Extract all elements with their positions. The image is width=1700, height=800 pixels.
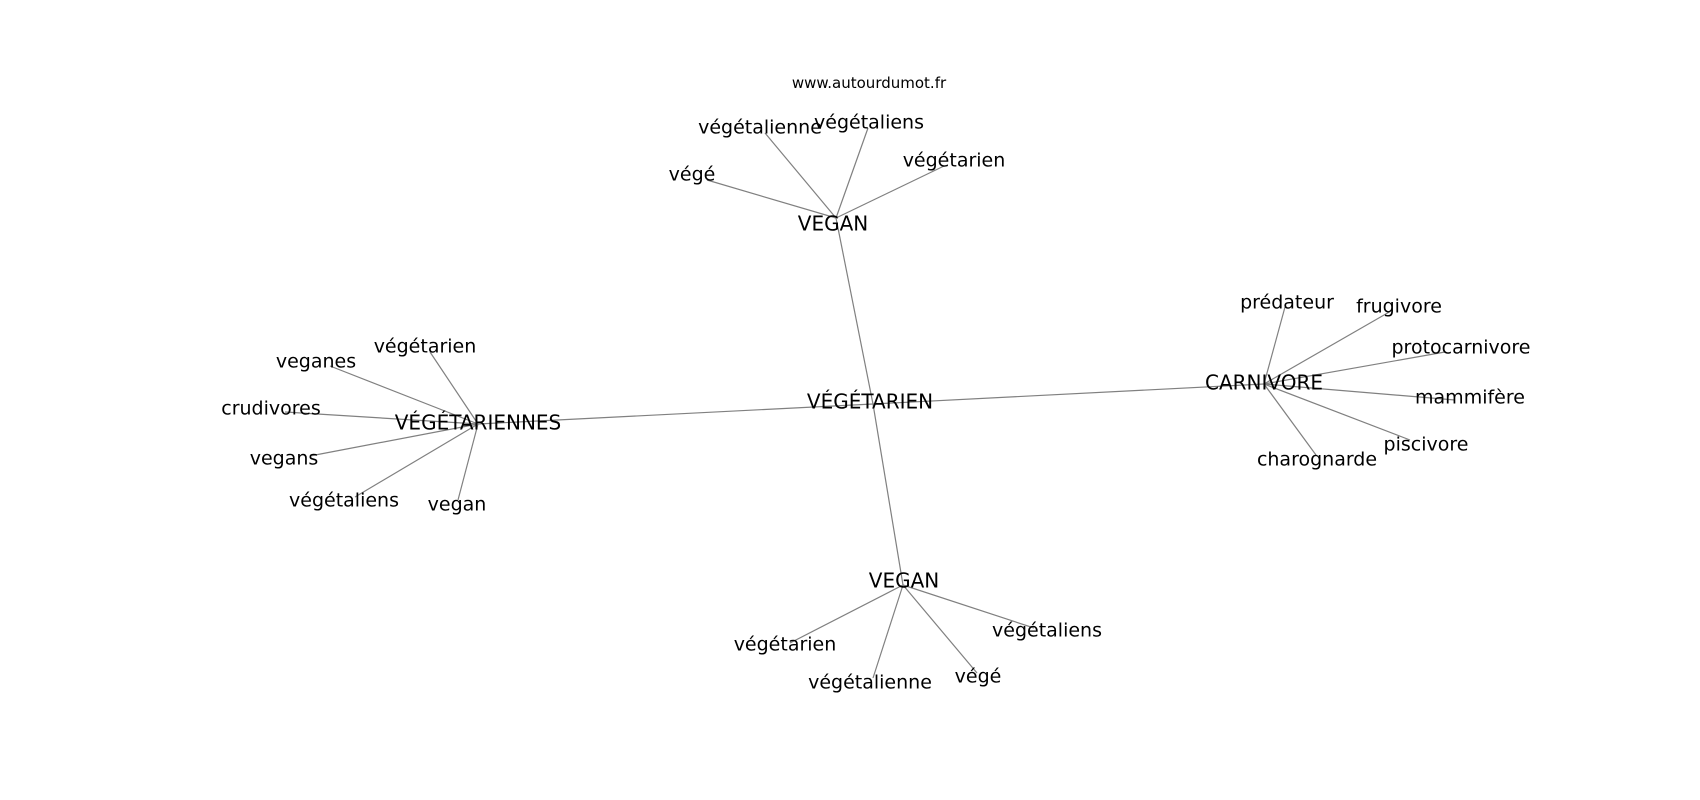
leaf-node-b-vegetalienne: végétalienne: [808, 672, 932, 694]
hub-node-vegan-bottom: VEGAN: [869, 569, 939, 593]
leaf-node-t-vegetaliens: végétaliens: [814, 112, 924, 134]
edge-center-vegan_top: [835, 217, 874, 405]
edge-vegetariennes-l_vegetaliens: [354, 423, 479, 498]
edge-carnivore-r_piscivore: [1263, 383, 1411, 441]
edge-vegan_top-t_vegetaliens: [835, 127, 869, 219]
edge-carnivore-r_predateur: [1263, 306, 1286, 385]
leaf-node-t-vegetalienne: végétalienne: [698, 117, 822, 139]
edge-vegan_bottom-b_vegetalienne: [872, 584, 904, 679]
leaf-node-r-piscivore: piscivore: [1384, 434, 1469, 456]
edge-vegan_bottom-b_vegetaliens: [902, 584, 1035, 629]
leaf-node-l-vegans: vegans: [250, 448, 319, 470]
edge-carnivore-r_mammifere: [1263, 383, 1456, 401]
hub-node-vegan-top: VEGAN: [798, 212, 868, 236]
edge-vegan_bottom-b_vege: [902, 584, 978, 674]
edge-vegetariennes-l_vegans: [309, 423, 479, 457]
leaf-node-l-veganes: veganes: [276, 351, 356, 373]
leaf-node-r-mammifere: mammifère: [1415, 387, 1525, 409]
leaf-node-l-vegetaliens: végétaliens: [289, 490, 399, 512]
edge-carnivore-r_frugivore: [1263, 310, 1392, 385]
edge-vegan_top-t_vegetarien: [835, 165, 945, 219]
edge-center-carnivore: [872, 383, 1265, 405]
hub-node-carnivore: CARNIVORE: [1205, 371, 1323, 395]
edge-vegetariennes-l_vegan: [457, 423, 479, 501]
edge-vegan_top-t_vege: [706, 179, 837, 219]
leaf-node-b-vege: végé: [955, 666, 1002, 688]
leaf-node-l-crudivores: crudivores: [221, 398, 321, 420]
leaf-node-l-vegetarien: végétarien: [374, 336, 477, 358]
edge-vegetariennes-l_vegetarien: [429, 351, 479, 425]
leaf-node-b-vegetaliens: végétaliens: [992, 620, 1102, 642]
leaf-node-b-vegetarien: végétarien: [734, 634, 837, 656]
leaf-node-t-vege: végé: [669, 164, 716, 186]
hub-node-vegetariennes: VÉGÉTARIENNES: [395, 411, 561, 435]
hub-node-center: VÉGÉTARIEN: [807, 390, 933, 414]
leaf-node-r-predateur: prédateur: [1240, 292, 1334, 314]
leaf-node-r-protocarnivore: protocarnivore: [1392, 337, 1531, 359]
site-credit: www.autourdumot.fr: [792, 74, 947, 92]
edge-center-vegetariennes: [477, 403, 874, 425]
edge-vegetariennes-l_crudivores: [284, 411, 479, 425]
edge-vegetariennes-l_veganes: [329, 365, 479, 425]
leaf-node-r-frugivore: frugivore: [1356, 296, 1442, 318]
edge-vegan_top-t_vegetalienne: [764, 132, 837, 219]
leaf-node-l-vegan: vegan: [428, 494, 487, 516]
edge-vegan_bottom-b_vegetarien: [789, 584, 904, 644]
leaf-node-t-vegetarien: végétarien: [903, 150, 1006, 172]
edge-center-vegan_bottom: [872, 403, 904, 586]
leaf-node-r-charognarde: charognarde: [1257, 449, 1377, 471]
labels-layer: VÉGÉTARIEN VEGAN VEGAN VÉGÉTARIENNES CARNIVO…: [221, 112, 1530, 694]
edge-carnivore-r_protocarnivore: [1263, 351, 1446, 385]
edge-carnivore-r_charognarde: [1263, 383, 1317, 456]
edges-layer: [284, 127, 1456, 679]
